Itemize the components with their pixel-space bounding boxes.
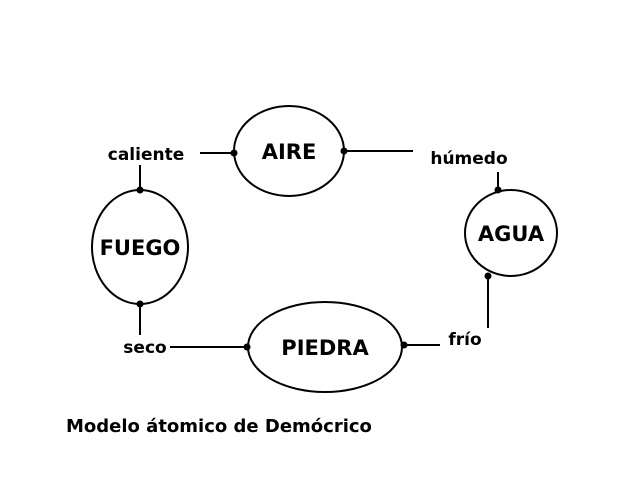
connector-dot: [230, 149, 238, 157]
connector-dot: [340, 147, 348, 155]
fuego-label: FUEGO: [100, 236, 181, 260]
aire-label: AIRE: [262, 140, 317, 164]
connector-dot: [484, 272, 492, 280]
seco-label: seco: [123, 338, 166, 358]
diagram-caption: Modelo átomico de Demócrico: [66, 416, 372, 437]
connector-dot: [136, 300, 144, 308]
piedra-label: PIEDRA: [281, 336, 369, 360]
connector-dot: [243, 343, 251, 351]
connector-dot: [136, 186, 144, 194]
agua-label: AGUA: [478, 222, 545, 246]
agua-node: [464, 189, 558, 277]
humedo-label: húmedo: [430, 149, 507, 169]
connector-dot: [400, 341, 408, 349]
connector-dot: [494, 186, 502, 194]
caliente-label: caliente: [108, 145, 185, 165]
frio-label: frío: [448, 330, 481, 350]
